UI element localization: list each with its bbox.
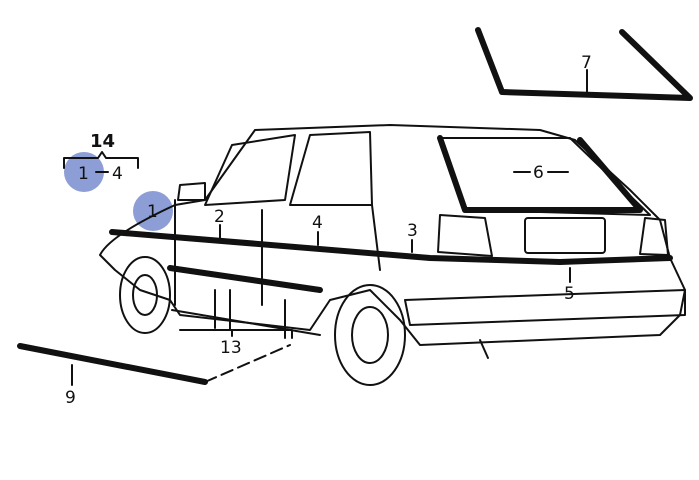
callout-4: 4 — [312, 213, 323, 233]
dashed-leader — [204, 344, 291, 383]
callout-13: 13 — [220, 338, 242, 358]
car-body — [99, 124, 686, 386]
loose-trim-strip-part — [17, 343, 208, 385]
callout-6: 6 — [533, 163, 544, 183]
callout-2: 2 — [214, 207, 225, 227]
callout-7: 7 — [581, 53, 592, 73]
leader-lines — [179, 171, 571, 339]
callout-14: 14 — [90, 131, 115, 152]
highlight-circle-legend — [64, 152, 104, 192]
group-bracket — [63, 151, 139, 169]
callout-5: 5 — [564, 284, 575, 304]
quarter-window-seal-part — [475, 27, 693, 101]
callout-9: 9 — [65, 388, 76, 408]
callout-range-start: 1 — [78, 164, 89, 184]
callout-1: 1 — [147, 202, 158, 222]
callout-3: 3 — [407, 221, 418, 241]
callout-range-end: 4 — [112, 164, 123, 184]
